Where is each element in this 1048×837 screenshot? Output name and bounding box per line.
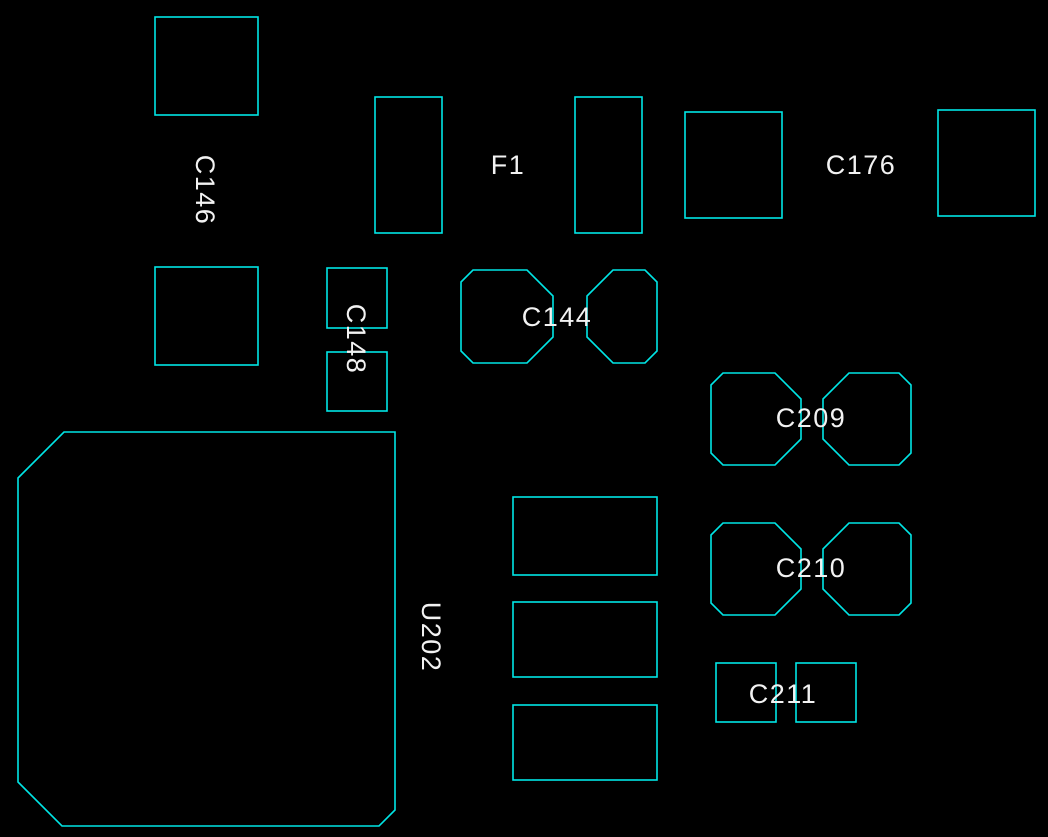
c146-pad-top[interactable]	[154, 16, 259, 116]
unlabeled-pad-3[interactable]	[512, 704, 658, 781]
c176-label: C176	[826, 150, 897, 180]
f1-label: F1	[491, 150, 526, 180]
c210-pad-right[interactable]	[822, 522, 912, 616]
c211-pad-left[interactable]	[715, 662, 777, 723]
c144-pad-left[interactable]	[460, 269, 554, 364]
unlabeled-pad-1[interactable]	[512, 496, 658, 576]
unlabeled-pad-2[interactable]	[512, 601, 658, 678]
c210-label: C210	[776, 553, 847, 583]
c176-pad-right[interactable]	[937, 109, 1036, 217]
c211-pad-right[interactable]	[795, 662, 857, 723]
c146-pad-bottom[interactable]	[154, 266, 259, 366]
c148-pad-top[interactable]	[326, 267, 388, 329]
c146-label: C146	[190, 155, 220, 226]
c176-pad-left[interactable]	[684, 111, 783, 219]
c210-pad-left[interactable]	[710, 522, 802, 616]
c209-pad-left[interactable]	[710, 372, 802, 466]
c144-pad-right[interactable]	[586, 269, 658, 364]
u202-body[interactable]	[17, 431, 396, 827]
c211-label: C211	[749, 679, 818, 709]
f1-pad-right[interactable]	[574, 96, 643, 234]
u202-label: U202	[416, 602, 446, 673]
c148-label: C148	[341, 304, 371, 375]
c144-label: C144	[522, 302, 593, 332]
c209-pad-right[interactable]	[822, 372, 912, 466]
f1-pad-left[interactable]	[374, 96, 443, 234]
c148-pad-bottom[interactable]	[326, 351, 388, 412]
c209-label: C209	[776, 403, 847, 433]
